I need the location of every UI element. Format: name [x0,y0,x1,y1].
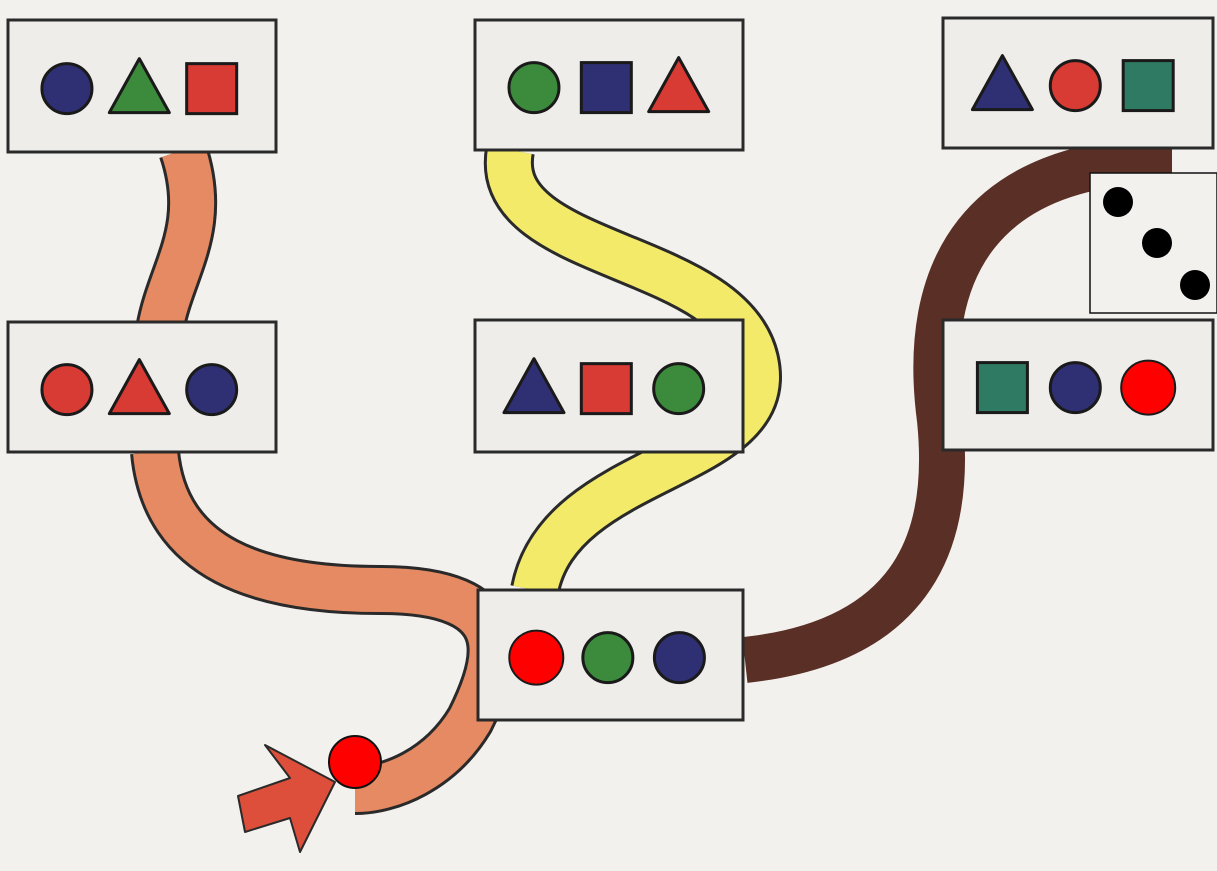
red-square-icon [187,64,237,114]
navy-circle-icon [654,633,704,683]
card-mid-right [943,320,1213,450]
card-mid-left [8,322,276,452]
card-bottom-center [478,590,743,720]
card-mid-middle [475,320,743,452]
teal-square-icon [1123,61,1173,111]
black-dot [1180,270,1210,300]
red-circle-icon [42,365,92,415]
black-dot [1103,187,1133,217]
red-square-icon [581,364,631,414]
navy-square-icon [581,63,631,113]
red-circle-icon [1050,61,1100,111]
marker-circle [1121,361,1175,415]
teal-square-icon [977,363,1027,413]
navy-circle-icon [187,365,237,415]
dots-hint-box [1090,173,1217,313]
navy-circle-icon [42,64,92,114]
black-dot [1142,228,1172,258]
green-circle-icon [583,633,633,683]
green-circle-icon [654,364,704,414]
green-circle-icon [509,63,559,113]
card-top-middle [475,20,743,150]
navy-circle-icon [1050,363,1100,413]
card-top-right [943,18,1213,148]
marker-circle-start [329,736,381,788]
marker-circle [509,631,563,685]
card-top-left [8,20,276,152]
